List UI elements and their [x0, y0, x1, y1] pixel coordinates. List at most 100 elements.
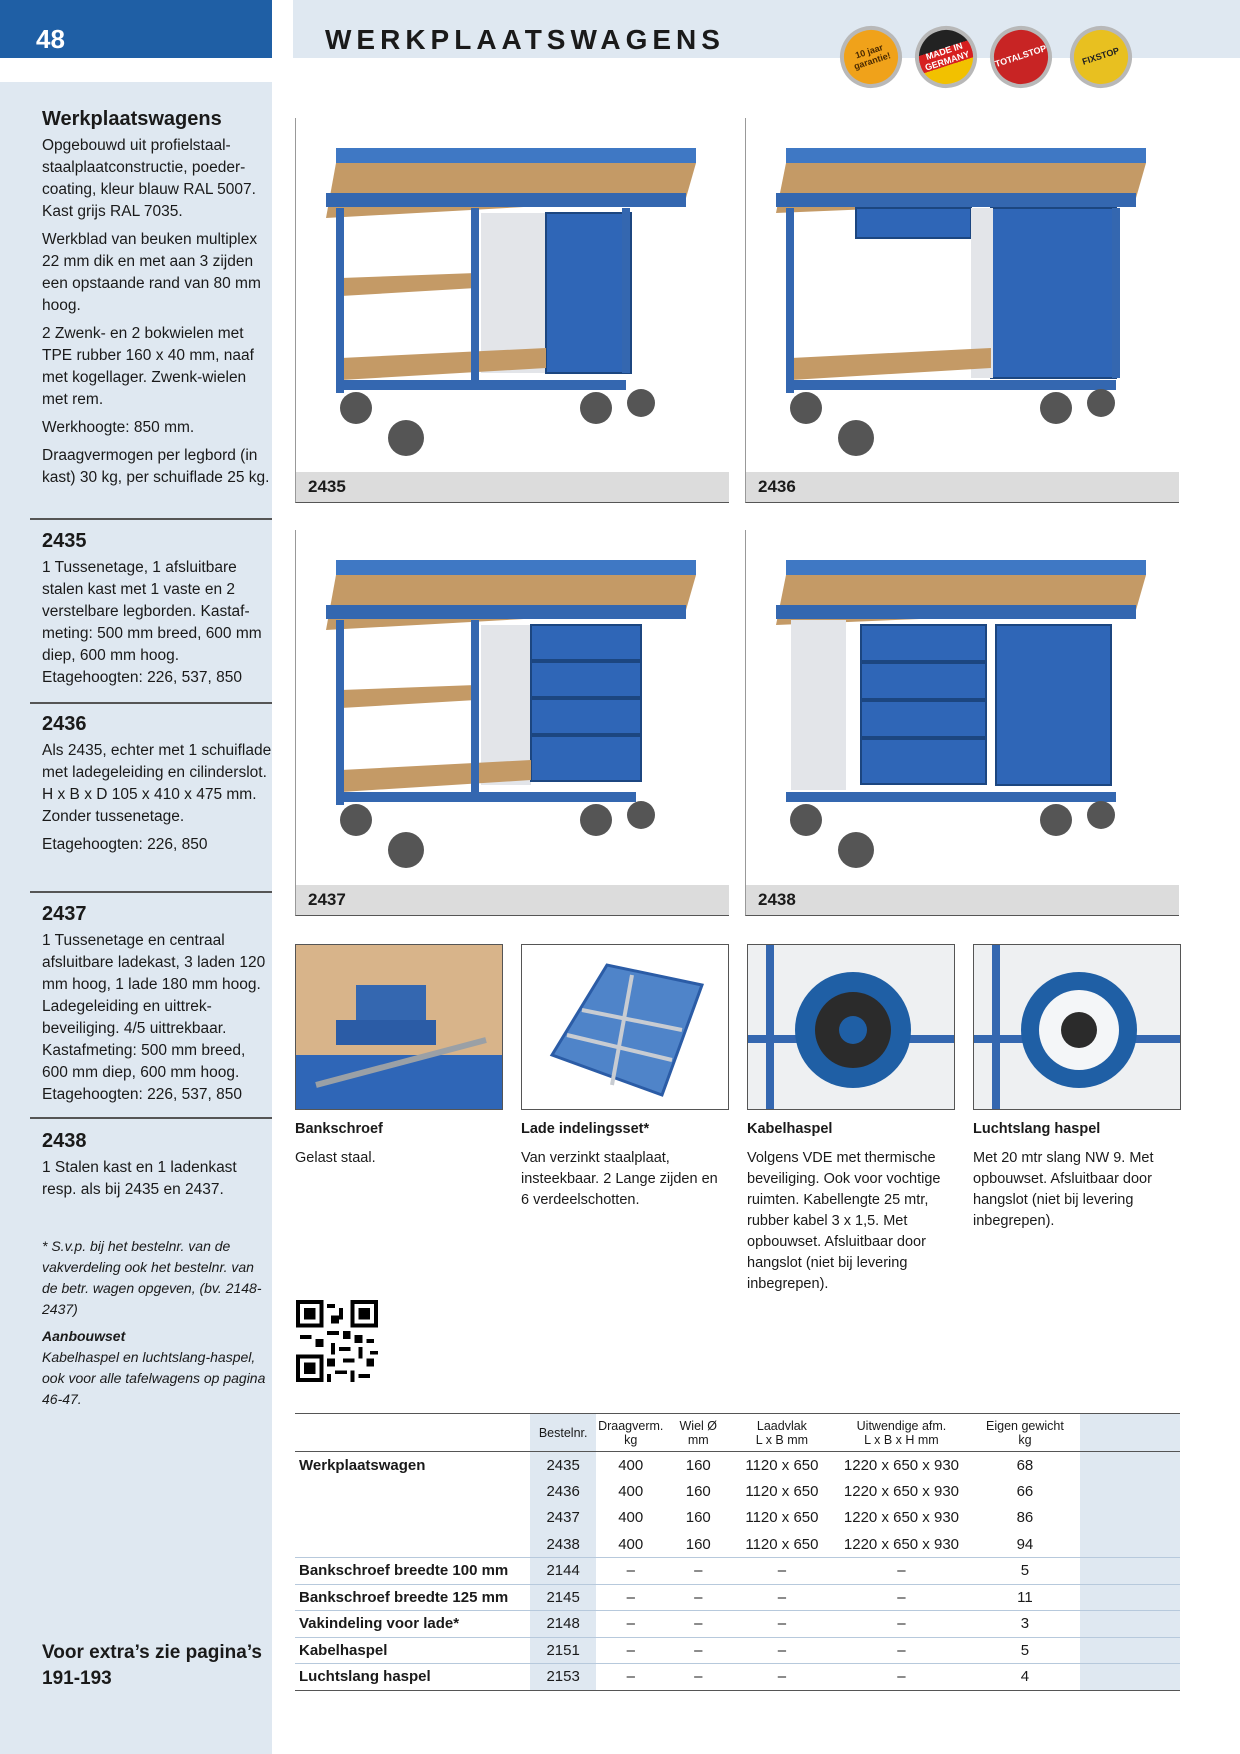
table-cell: –: [665, 1636, 732, 1664]
table-header-blank: [295, 1413, 531, 1452]
table-cell: 1220 x 650 x 930: [832, 1451, 971, 1478]
accessory-photo-kabelhaspel: [747, 944, 955, 1110]
accessory-title: Kabelhaspel: [747, 1121, 833, 1137]
table-cell: 2151: [530, 1636, 597, 1664]
model-description: 1 Tussenetage, 1 afsluitbare stalen kast…: [42, 559, 262, 686]
sidebar-intro-title: Werkplaatswagens: [42, 108, 222, 130]
table-cell: 5: [970, 1557, 1080, 1584]
qr-code[interactable]: [296, 1300, 378, 1382]
aanbouw-text: Kabelhaspel en luchtslang-haspel, ook vo…: [42, 1349, 266, 1407]
table-cell: 160: [685, 1535, 711, 1553]
table-cell: 2437: [530, 1504, 597, 1531]
table-cell: 2438: [530, 1531, 597, 1558]
table-cell: [1079, 1557, 1180, 1584]
workbench-2436-image: [746, 118, 1180, 473]
table-cell: –: [596, 1636, 666, 1664]
intro-paragraph: Draagvermogen per legbord (in kast) 30 k…: [42, 447, 270, 486]
table-cell: 1120 x 650: [745, 1509, 819, 1527]
table-cell: –: [731, 1583, 833, 1611]
model-number: 2437: [42, 903, 87, 925]
table-cell: 160: [685, 1509, 711, 1527]
product-photo-2436: 2436: [745, 118, 1180, 503]
accessory-photo-lade-indelingsset: [521, 944, 729, 1110]
table-cell: [1079, 1504, 1180, 1531]
model-number: 2438: [42, 1130, 87, 1152]
table-cell: –: [596, 1663, 666, 1691]
product-photo-2438: 2438: [745, 530, 1180, 916]
sidebar-intro: Werkplaatswagens Opgebouwd uit profielst…: [30, 108, 272, 520]
intro-paragraph: 2 Zwenk- en 2 bokwielen met TPE rubber 1…: [42, 325, 254, 408]
table-cell: 1120 x 650: [745, 1535, 819, 1553]
table-row: 2438 400 160 1120 x 650 1220 x 650 x 930 94: [295, 1531, 1180, 1558]
intro-paragraph: Opgebouwd uit profielstaal-staalplaatcon…: [42, 137, 256, 220]
accessory-description: Met 20 mtr slang NW 9. Met opbouwset. Af…: [973, 1150, 1154, 1229]
photo-label: 2437: [296, 885, 729, 915]
table-cell: 94: [1016, 1535, 1034, 1553]
table-cell: 1120 x 650: [731, 1451, 833, 1478]
photo-label: 2438: [746, 885, 1179, 915]
sidebar-model-2435: 2435 1 Tussenetage, 1 afsluitbare stalen…: [30, 530, 272, 704]
sidebar-model-2438: 2438 1 Stalen kast en 1 ladenkast resp. …: [30, 1130, 272, 1210]
table-cell: –: [665, 1583, 732, 1611]
aanbouw-title: Aanbouwset: [42, 1328, 126, 1344]
table-cell: –: [731, 1557, 833, 1584]
table-header-cell: Draagverm.kg: [596, 1413, 666, 1452]
accessory-photo-luchtslang-haspel: [973, 944, 1181, 1110]
table-cell: 1120 x 650: [745, 1482, 819, 1500]
intro-paragraph: Werkblad van beuken multiplex 22 mm dik …: [42, 231, 261, 314]
table-cell: 2436: [530, 1478, 597, 1505]
table-cell: –: [596, 1610, 666, 1637]
table-cell: –: [731, 1610, 833, 1637]
air-hose-reel-image: [974, 945, 1180, 1109]
table-cell: [1079, 1531, 1180, 1558]
product-photo-2435: 2435: [295, 118, 730, 503]
table-cell: –: [596, 1583, 666, 1611]
intro-paragraph: Werkhoogte: 850 mm.: [42, 419, 195, 436]
table-cell: 2145: [530, 1583, 597, 1611]
table-header-cell: Bestelnr.: [530, 1413, 597, 1452]
sidebar-footer: Voor extra’s zie pagina’s 191-193: [42, 1642, 262, 1689]
table-cell: 4: [970, 1663, 1080, 1691]
sidebar-model-2436: 2436 Als 2435, echter met 1 schuiflade m…: [30, 713, 272, 893]
workbench-2438-image: [746, 530, 1180, 885]
sidebar-model-2437: 2437 1 Tussenetage en centraal afsluitba…: [30, 903, 272, 1119]
table-cell: 400: [618, 1535, 644, 1553]
model-number: 2435: [42, 530, 87, 552]
model-description: 1 Tussenetage en centraal afsluitbare la…: [42, 932, 266, 1103]
table-cell: –: [832, 1557, 971, 1584]
photo-label: 2436: [746, 472, 1179, 502]
table-cell: 5: [970, 1636, 1080, 1664]
table-cell: 1220 x 650 x 930: [843, 1509, 959, 1527]
accessory-title: Lade indelingsset*: [521, 1121, 650, 1137]
table-cell: [1079, 1636, 1180, 1664]
table-cell: 2148: [530, 1610, 597, 1637]
table-cell: 11: [970, 1583, 1080, 1611]
cable-reel-image: [748, 945, 954, 1109]
table-row-label: Bankschroef breedte 125 mm: [295, 1583, 531, 1611]
accessory-photo-bankschroef: [295, 944, 503, 1110]
table-cell: 3: [970, 1610, 1080, 1637]
table-cell: 400: [618, 1482, 644, 1500]
table-row-label: Bankschroef breedte 100 mm: [295, 1557, 531, 1584]
table-row-label: Werkplaatswagen: [295, 1451, 531, 1478]
table-row-label: Vakindeling voor lade*: [295, 1610, 531, 1637]
table-cell: 2435: [530, 1451, 597, 1478]
table-cell: –: [832, 1583, 971, 1611]
table-cell: 2144: [530, 1557, 597, 1584]
table-row-label: [295, 1478, 530, 1505]
table-cell: 1220 x 650 x 930: [843, 1482, 959, 1500]
table-row-label: Kabelhaspel: [295, 1636, 531, 1664]
accessory-description: Van verzinkt staalplaat, insteekbaar. 2 …: [521, 1150, 718, 1208]
table-cell: [1079, 1583, 1180, 1611]
table-cell: 1220 x 650 x 930: [843, 1535, 959, 1553]
table-header-blank: [1079, 1413, 1180, 1452]
